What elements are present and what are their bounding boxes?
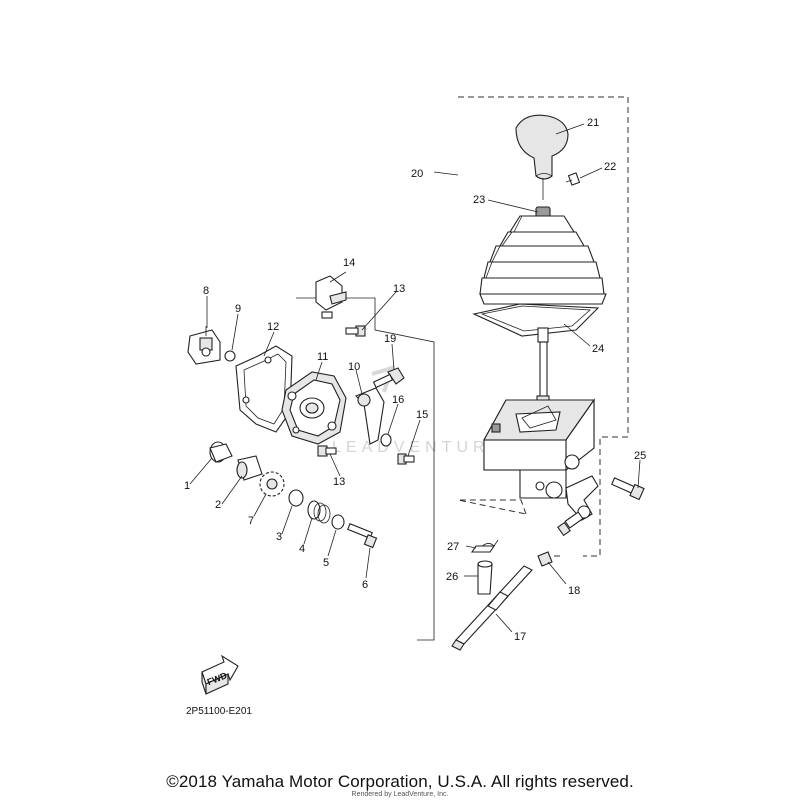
diagram-code: 2P51100-E201 (186, 706, 252, 717)
callout-25: 25 (634, 450, 646, 462)
callout-4: 4 (299, 543, 305, 555)
bracket-14 (315, 275, 347, 319)
shift-arm (565, 475, 599, 521)
switch-8 (187, 326, 221, 365)
callout-2: 2 (215, 499, 221, 511)
fwd-arrow-icon: FWD (201, 654, 239, 695)
callout-22: 22 (604, 161, 616, 173)
gasket-12 (235, 345, 293, 433)
callout-10: 10 (348, 361, 360, 373)
knob-screw (565, 172, 581, 186)
callout-17: 17 (514, 631, 526, 643)
callout-16: 16 (392, 394, 404, 406)
collar-1 (209, 441, 233, 463)
o-ring-9 (224, 350, 236, 362)
watermark-text: LEADVENTURE (332, 439, 505, 456)
boot-gasket (472, 303, 600, 337)
callout-8: 8 (203, 285, 209, 297)
shift-rod-17 (451, 565, 533, 651)
collar-26 (477, 560, 493, 595)
bushing-2 (236, 455, 263, 481)
callout-26: 26 (446, 571, 458, 583)
callout-12: 12 (267, 321, 279, 333)
callout-13-lower: 13 (333, 476, 345, 488)
bolt-19 (372, 367, 405, 389)
callout-18: 18 (568, 585, 580, 597)
rendered-by-notice: Rendered by LeadVenture, Inc. (351, 791, 449, 798)
callout-11: 11 (317, 351, 328, 363)
washer-3 (288, 489, 304, 507)
callout-23: 23 (473, 194, 485, 206)
bolt-13-upper (345, 325, 366, 337)
callout-13-upper: 13 (393, 283, 405, 295)
clip-27 (470, 539, 499, 553)
shift-boot (479, 206, 607, 305)
callout-6: 6 (362, 579, 368, 591)
spring-4 (307, 500, 331, 524)
callout-14: 14 (343, 257, 355, 269)
housing-11 (281, 371, 347, 445)
callout-5: 5 (323, 557, 329, 569)
watermark-logo (371, 364, 396, 393)
shift-knob (515, 114, 569, 200)
washer-5 (331, 514, 345, 530)
callout-7: 7 (248, 515, 254, 527)
washer-16 (380, 433, 392, 447)
copyright-notice: ©2018 Yamaha Motor Corporation, U.S.A. A… (166, 772, 634, 791)
callout-21: 21 (587, 117, 599, 129)
bolt-6 (347, 523, 378, 549)
shift-rod (536, 327, 550, 407)
shift-housing (483, 398, 596, 499)
pivot-bolt (557, 511, 584, 537)
bolt-15 (397, 453, 415, 465)
callout-19: 19 (384, 333, 396, 345)
callout-1: 1 (184, 480, 190, 492)
gear-7 (259, 471, 285, 497)
leader-lines (189, 123, 641, 633)
callout-3: 3 (276, 531, 282, 543)
lever-10 (355, 387, 385, 445)
assembly-11-outline (296, 297, 435, 641)
callout-20: 20 (411, 168, 423, 180)
callout-27: 27 (447, 541, 459, 553)
callout-24: 24 (592, 343, 604, 355)
bolt-13-lower (317, 445, 337, 457)
callout-15: 15 (416, 409, 428, 421)
callout-9: 9 (235, 303, 241, 315)
callout-numbers: 1 2 3 4 5 6 7 8 9 10 11 12 13 13 14 15 1… (184, 117, 646, 643)
bolt-25 (611, 477, 645, 501)
